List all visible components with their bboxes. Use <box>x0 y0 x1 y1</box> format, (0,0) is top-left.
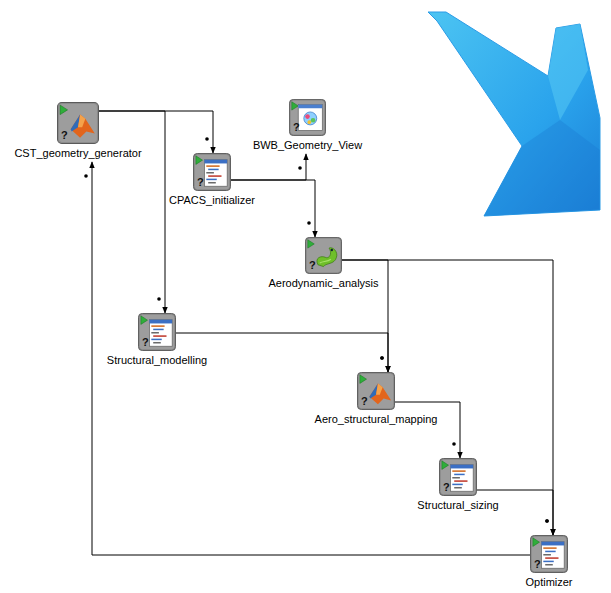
wing-shade <box>484 120 600 216</box>
status-mark: ? <box>309 260 316 271</box>
module-label: Aerodynamic_analysis <box>267 277 379 290</box>
module-block: ?Aero_structural_mapping <box>357 372 395 410</box>
data-connector <box>342 260 553 535</box>
module-block: ?Structural_sizing <box>439 458 477 496</box>
module-label: Aero_structural_mapping <box>314 413 439 426</box>
module-block: ?CPACS_initializer <box>193 153 231 191</box>
endpoint-dot <box>380 356 384 360</box>
endpoint-dot <box>545 519 549 523</box>
module-label: Structural_sizing <box>416 499 499 512</box>
module-label: CST_geometry_generator <box>13 147 142 160</box>
module-block: ?BWB_Geometry_View <box>289 99 326 136</box>
endpoint-dot <box>545 519 549 523</box>
status-mark: ? <box>61 130 68 141</box>
endpoint-dot <box>157 297 161 301</box>
status-mark: ? <box>534 559 541 570</box>
data-connector <box>477 490 553 535</box>
module-label: CPACS_initializer <box>168 194 256 207</box>
module-block: ?Optimizer <box>530 535 568 573</box>
module-label: BWB_Geometry_View <box>252 139 363 152</box>
endpoint-dot <box>205 137 209 141</box>
endpoint-dot <box>84 174 88 178</box>
status-mark: ? <box>197 177 204 188</box>
status-mark: ? <box>142 337 149 348</box>
module-block: ?Structural_modelling <box>138 313 176 351</box>
endpoint-dot <box>452 442 456 446</box>
module-label: Structural_modelling <box>106 354 208 367</box>
data-connector <box>231 154 306 180</box>
status-mark: ? <box>443 482 450 493</box>
wing-highlight <box>548 24 588 120</box>
wing-shape <box>428 12 600 216</box>
data-connector <box>231 180 315 237</box>
endpoint-dot <box>307 221 311 225</box>
module-label: Optimizer <box>524 576 573 589</box>
data-connector <box>99 111 165 313</box>
data-connector <box>92 162 530 555</box>
module-block: ?Aerodynamic_analysis <box>305 237 342 274</box>
data-connector <box>395 402 460 458</box>
endpoint-dot <box>298 166 302 170</box>
endpoint-dot <box>380 356 384 360</box>
status-mark: ? <box>293 122 300 133</box>
status-mark: ? <box>361 396 368 407</box>
module-block: ?CST_geometry_generator <box>57 102 99 144</box>
